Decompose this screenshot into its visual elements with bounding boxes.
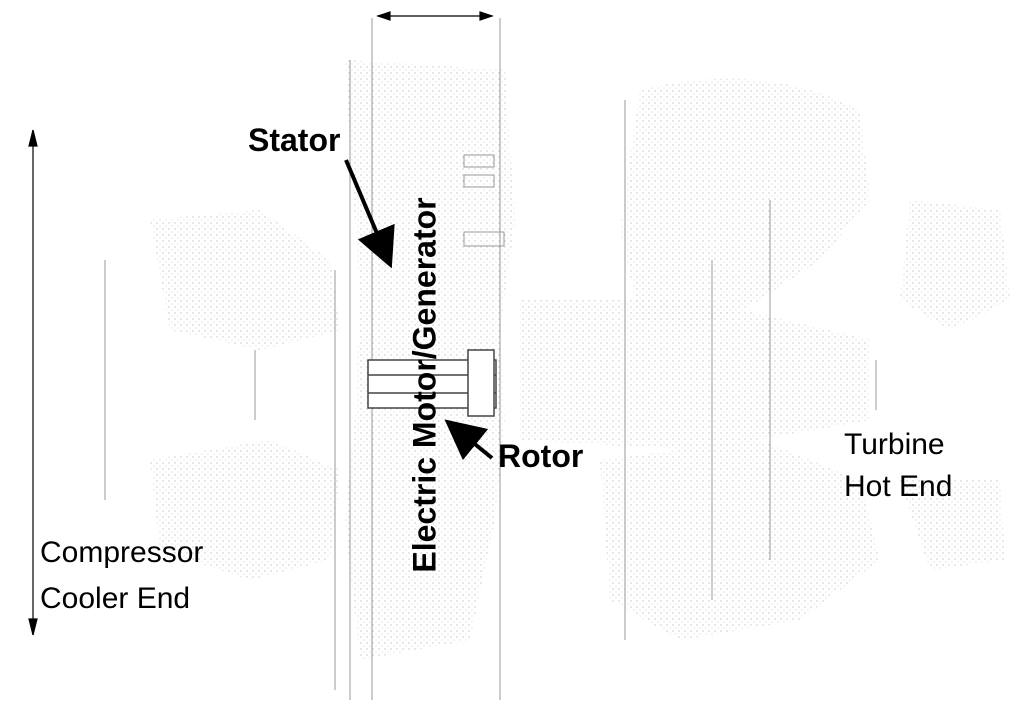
motor-generator-label: Electric Motor/Generator	[406, 197, 443, 573]
dimension-lines	[28, 11, 494, 636]
right-stipple-region-lower	[900, 480, 1005, 570]
compressor-label-line1: Compressor	[40, 536, 204, 569]
slot-1	[463, 154, 495, 168]
left-stipple-region	[150, 210, 340, 350]
compressor-label-line2: Cooler End	[40, 582, 191, 615]
stippled-background	[150, 60, 1010, 660]
stator-pointer-arrow	[344, 159, 395, 269]
outline-lines	[104, 18, 877, 700]
left-dimension-arrow-bottom	[28, 618, 38, 636]
top-dimension-arrow-left	[376, 11, 391, 21]
top-dimension-arrow-right	[479, 11, 494, 21]
left-dimension-arrow-top	[28, 129, 38, 147]
turbine-hot-end-label: Turbine Hot End	[844, 424, 952, 508]
slot-3	[463, 231, 505, 247]
turbine-stipple-region-lower	[600, 440, 880, 640]
rotor-pointer-arrow	[444, 419, 494, 461]
left-stipple-region-lower	[150, 440, 340, 580]
compressor-cooler-end-label: Compressor Cooler End	[40, 530, 203, 622]
right-stipple-region	[900, 200, 1010, 330]
turbine-stipple-region-middle	[520, 300, 870, 450]
stator-label: Stator	[248, 122, 341, 158]
rotor-shaft	[367, 349, 497, 417]
turbine-stipple-region-upper	[620, 78, 870, 330]
turbine-label-line2: Hot End	[844, 470, 953, 503]
leader-arrows	[344, 159, 494, 461]
slot-2	[463, 174, 495, 188]
turbine-label-line1: Turbine	[844, 428, 945, 461]
rotor-flange	[467, 349, 495, 417]
rotor-label: Rotor	[498, 438, 584, 474]
